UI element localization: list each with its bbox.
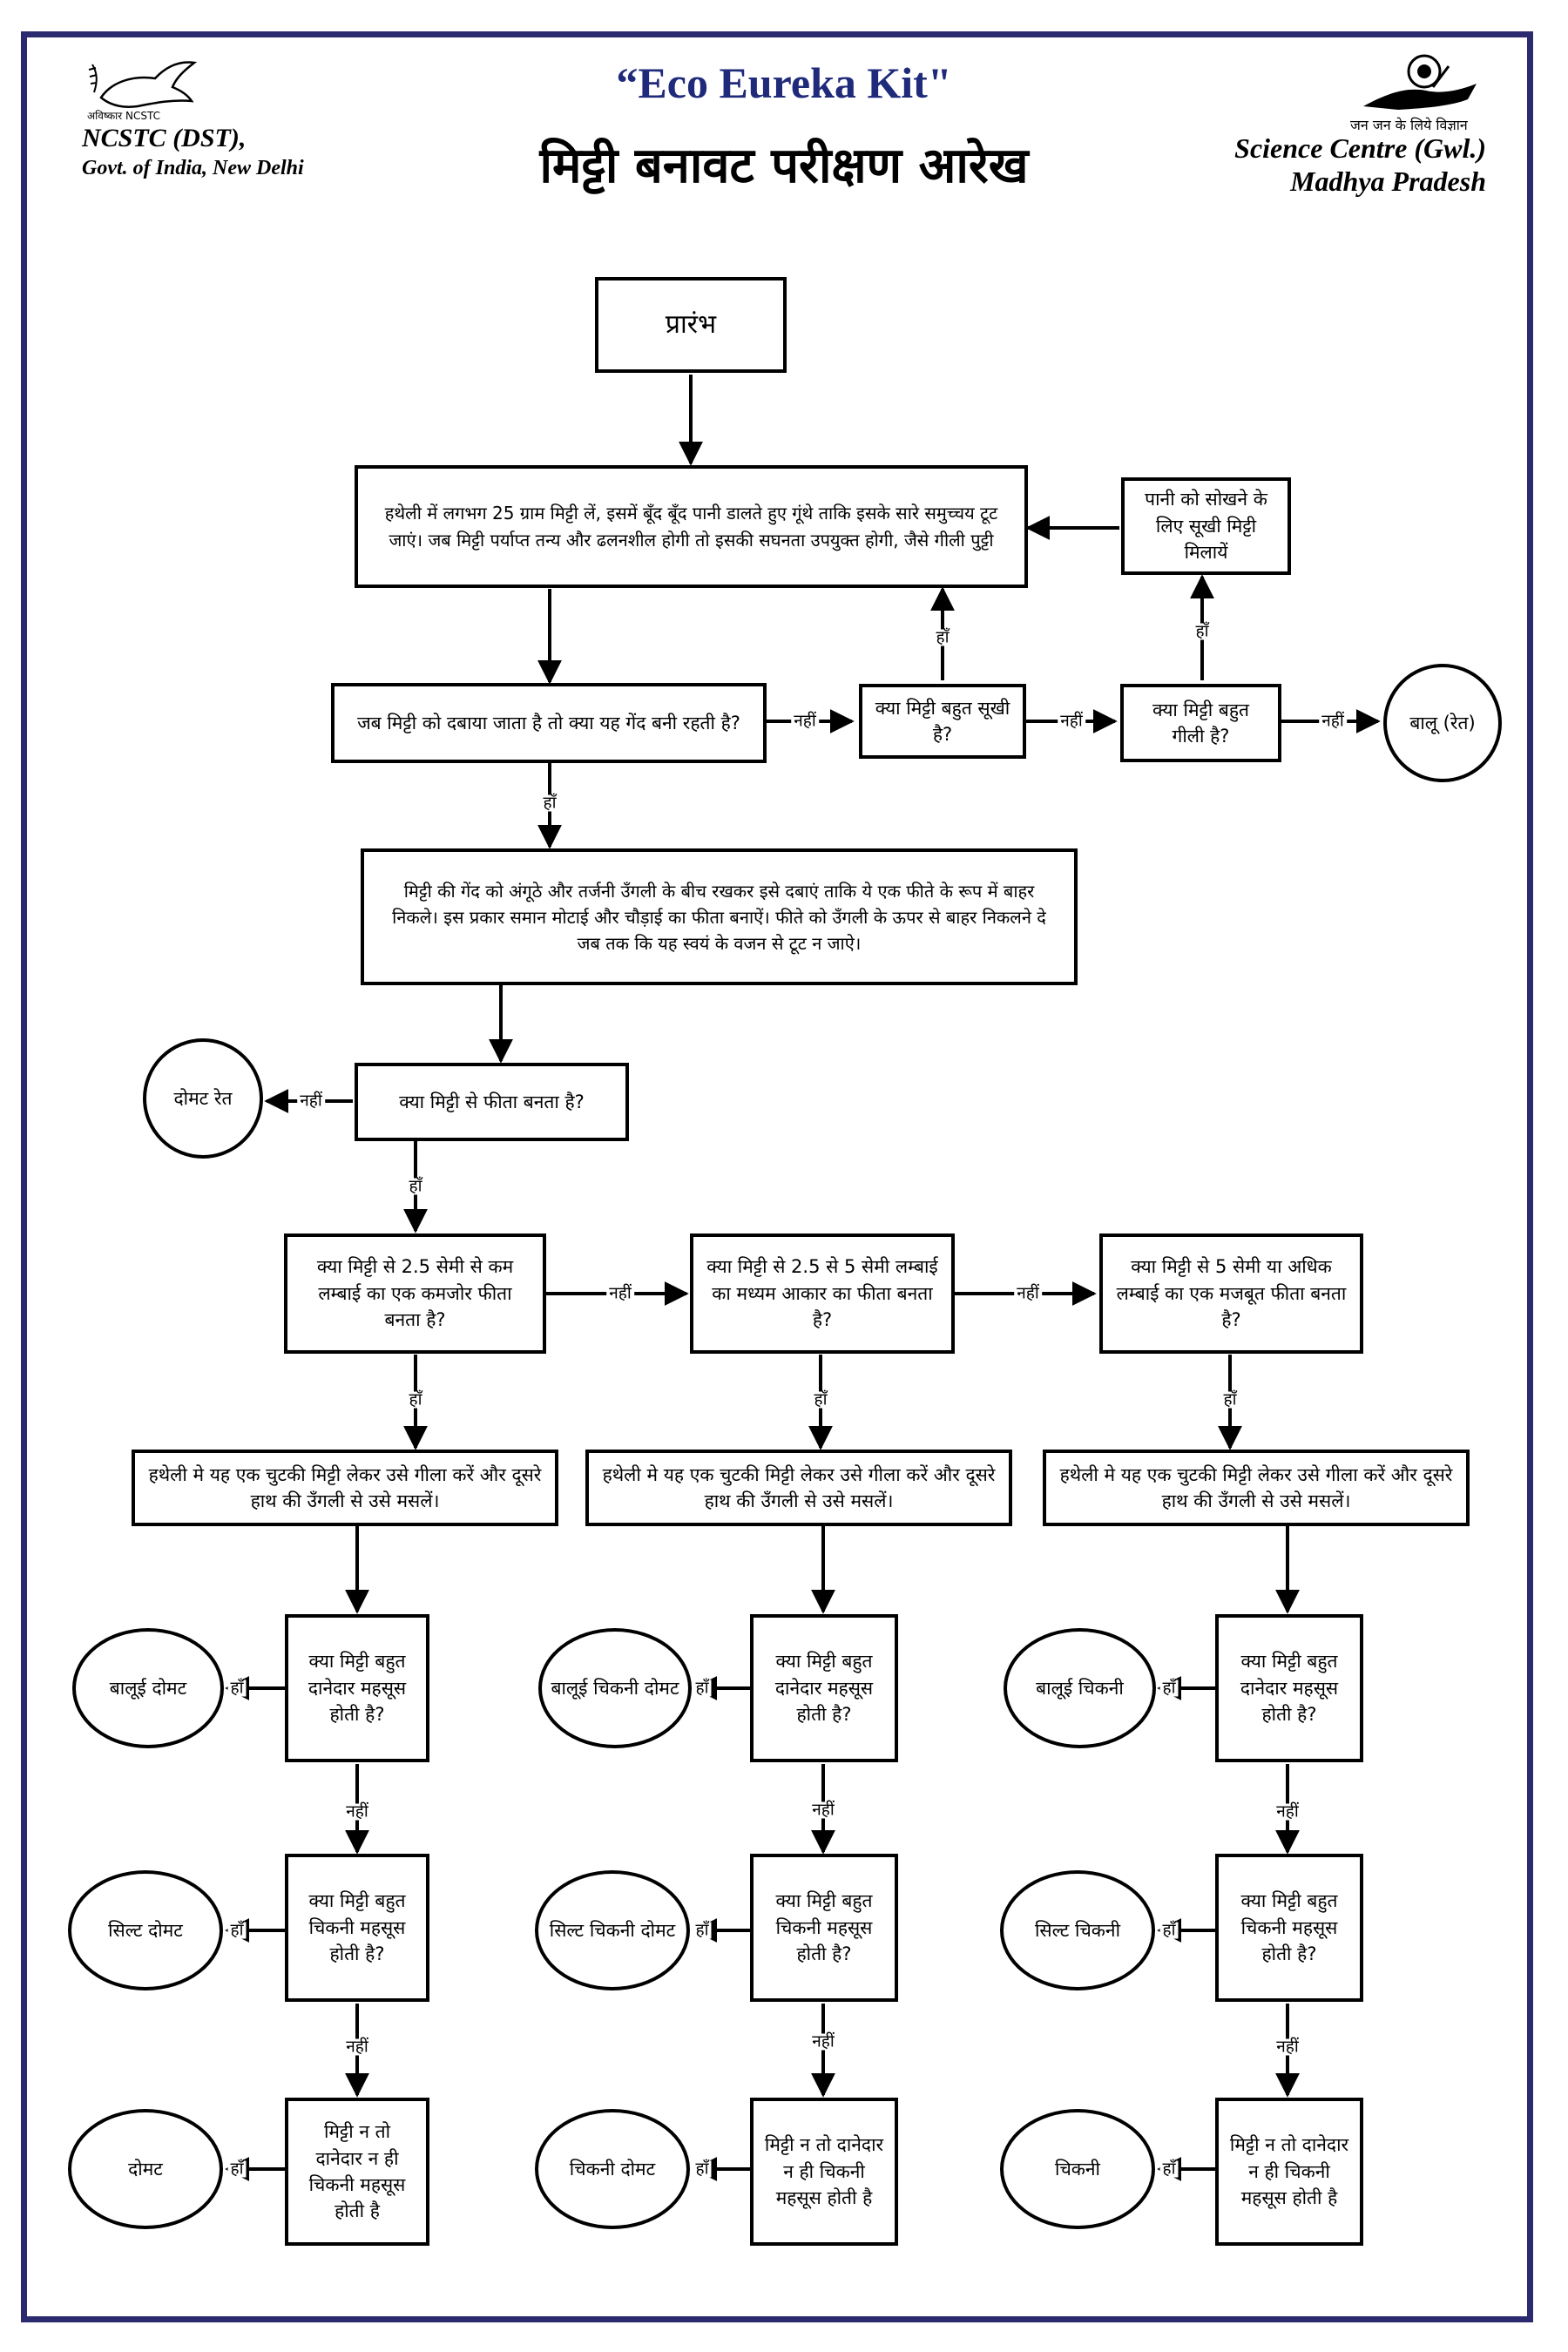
clay-loam-result: चिकनी दोमट bbox=[535, 2109, 690, 2229]
ncstc-dove-logo bbox=[88, 61, 198, 108]
edge-label-no-smooth-2: नहीं bbox=[809, 2033, 837, 2051]
edge-label-no-gritty-2: नहीं bbox=[809, 1801, 837, 1819]
ribbon-question: क्या मिट्टी से फीता बनता है? bbox=[355, 1063, 629, 1141]
sandy-clay-loam-result: बालूई चिकनी दोमट bbox=[538, 1628, 692, 1748]
wet-pinch-step-2: हथेली मे यह एक चुटकी मिट्टी लेकर उसे गील… bbox=[585, 1450, 1012, 1526]
make-ribbon-step: मिट्टी की गेंद को अंगूठे और तर्जनी उँगली… bbox=[361, 848, 1078, 985]
left-org-line1: NCSTC (DST), bbox=[82, 124, 247, 152]
wet-pinch-step-1: हथेली मे यह एक चुटकी मिट्टी लेकर उसे गील… bbox=[132, 1450, 558, 1526]
edge-label-yes-neither-3: हाँ bbox=[1159, 2160, 1179, 2178]
silty-clay-result: सिल्ट चिकनी bbox=[1000, 1870, 1155, 1990]
edge-label-no-weak: नहीं bbox=[606, 1285, 634, 1302]
edge-label-yes-gritty-3: हाँ bbox=[1159, 1680, 1179, 1697]
left-org-line2: Govt. of India, New Delhi bbox=[82, 157, 304, 179]
edge-label-yes-smooth-2: हाँ bbox=[693, 1922, 712, 1939]
gritty-question-3: क्या मिट्टी बहुत दानेदार महसूस होती है? bbox=[1215, 1614, 1363, 1762]
edge-label-yes-ribbon: हाँ bbox=[406, 1178, 425, 1195]
gritty-question-2: क्या मिट्टी बहुत दानेदार महसूस होती है? bbox=[750, 1614, 898, 1762]
edge-label-no-smooth-3: नहीं bbox=[1274, 2038, 1301, 2056]
smooth-question-1: क्या मिट्टी बहुत चिकनी महसूस होती है? bbox=[285, 1854, 429, 2002]
silt-loam-result: सिल्ट दोमट bbox=[68, 1870, 223, 1990]
loamy-sand-result: दोमट रेत bbox=[143, 1038, 263, 1159]
sandy-clay-result: बालूई चिकनी bbox=[1004, 1628, 1156, 1748]
right-logo-caption: जन जन के लिये विज्ञान bbox=[1350, 117, 1468, 133]
page-border bbox=[21, 31, 1533, 2322]
page-subtitle: मिट्टी बनावट परीक्षण आरेख bbox=[539, 138, 1029, 194]
edge-label-no-smooth-1: नहीं bbox=[343, 2038, 371, 2056]
edge-label-no-dry: नहीं bbox=[1058, 713, 1085, 730]
edge-label-yes-to-add-dry: हाँ bbox=[933, 629, 952, 646]
edge-label-no-wet: नहीं bbox=[1319, 713, 1347, 730]
right-org-line2: Madhya Pradesh bbox=[1290, 166, 1486, 197]
add-dry-soil-step: पानी को सोखने के लिए सूखी मिट्टी मिलायें bbox=[1121, 477, 1291, 575]
edge-label-no-gritty-3: नहीं bbox=[1274, 1803, 1301, 1821]
sand-result: बालू (रेत) bbox=[1383, 664, 1502, 782]
ball-question: जब मिट्टी को दबाया जाता है तो क्या यह गे… bbox=[331, 683, 767, 763]
loam-result: दोमट bbox=[68, 2109, 223, 2229]
edge-label-yes-neither-1: हाँ bbox=[227, 2160, 247, 2178]
medium-ribbon-question: क्या मिट्टी से 2.5 से 5 सेमी लम्बाई का म… bbox=[690, 1233, 955, 1354]
wet-pinch-step-3: हथेली मे यह एक चुटकी मिट्टी लेकर उसे गील… bbox=[1043, 1450, 1470, 1526]
edge-label-yes-weak: हाँ bbox=[406, 1391, 425, 1409]
edge-label-yes-gritty-2: हाँ bbox=[693, 1680, 712, 1697]
too-wet-question: क्या मिट्टी बहुत गीली है? bbox=[1120, 684, 1281, 762]
too-dry-question: क्या मिट्टी बहुत सूखी है? bbox=[859, 684, 1026, 759]
moisten-soil-step: हथेली में लगभग 25 ग्राम मिट्टी लें, इसमे… bbox=[355, 465, 1028, 588]
edge-label-yes-ball: हाँ bbox=[540, 794, 559, 812]
left-logo-caption: अविष्कार NCSTC bbox=[87, 110, 160, 122]
edge-label-yes-strong: हाँ bbox=[1220, 1391, 1240, 1409]
smooth-question-3: क्या मिट्टी बहुत चिकनी महसूस होती है? bbox=[1215, 1854, 1363, 2002]
silty-clay-loam-result: सिल्ट चिकनी दोमट bbox=[535, 1870, 690, 1990]
edge-label-yes-gritty-1: हाँ bbox=[227, 1680, 247, 1697]
page-title: “Eco Eureka Kit" bbox=[616, 58, 952, 107]
edge-label-no-ribbon: नहीं bbox=[297, 1092, 325, 1110]
edge-label-yes-smooth-3: हाँ bbox=[1159, 1922, 1179, 1939]
edge-label-yes-medium: हाँ bbox=[811, 1391, 830, 1409]
neither-question-3: मिट्टी न तो दानेदार न ही चिकनी महसूस होत… bbox=[1215, 2098, 1363, 2246]
neither-question-2: मिट्टी न तो दानेदार न ही चिकनी महसूस होत… bbox=[750, 2098, 898, 2246]
sandy-loam-result: बालूई दोमट bbox=[72, 1628, 224, 1748]
edge-label-yes-neither-2: हाँ bbox=[693, 2160, 712, 2178]
edge-label-no-ball: नहीं bbox=[791, 713, 819, 730]
neither-question-1: मिट्टी न तो दानेदार न ही चिकनी महसूस होत… bbox=[285, 2098, 429, 2246]
edge-label-no-medium: नहीं bbox=[1014, 1285, 1042, 1302]
edge-label-yes-smooth-1: हाँ bbox=[227, 1922, 247, 1939]
gritty-question-1: क्या मिट्टी बहुत दानेदार महसूस होती है? bbox=[285, 1614, 429, 1762]
edge-label-no-gritty-1: नहीं bbox=[343, 1803, 371, 1821]
clay-result: चिकनी bbox=[1000, 2109, 1155, 2229]
smooth-question-2: क्या मिट्टी बहुत चिकनी महसूस होती है? bbox=[750, 1854, 898, 2002]
start-node: प्रारंभ bbox=[595, 277, 787, 373]
right-org-line1: Science Centre (Gwl.) bbox=[1234, 132, 1486, 164]
science-centre-logo bbox=[1363, 54, 1477, 110]
strong-ribbon-question: क्या मिट्टी से 5 सेमी या अधिक लम्बाई का … bbox=[1099, 1233, 1363, 1354]
weak-ribbon-question: क्या मिट्टी से 2.5 सेमी से कम लम्बाई का … bbox=[284, 1233, 546, 1354]
edge-label-yes-wet: हाँ bbox=[1193, 623, 1212, 640]
